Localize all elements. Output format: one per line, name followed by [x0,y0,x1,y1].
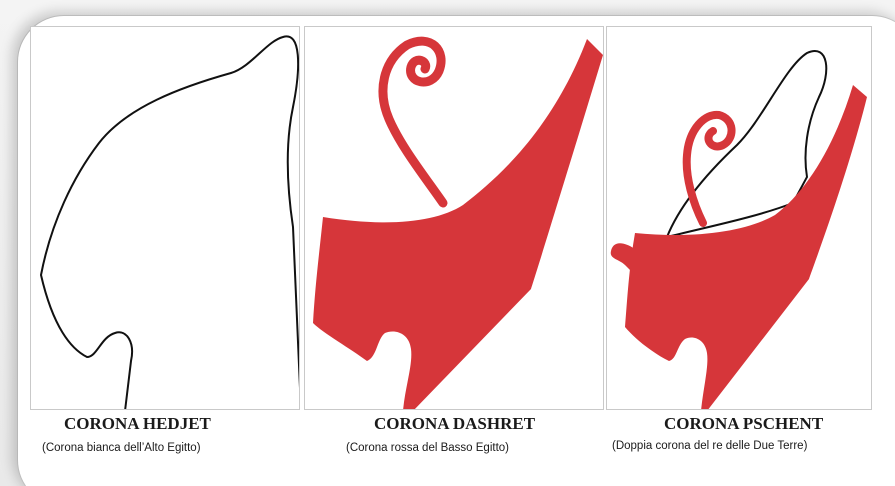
dashret-panel [304,26,604,410]
pschent-title: CORONA PSCHENT [664,414,823,434]
dashret-wire-curl [383,41,443,203]
pschent-spout [611,243,635,273]
dashret-crown-shape [313,39,603,410]
pschent-subtitle: (Doppia corona del re delle Due Terre) [612,440,856,452]
pschent-panel [606,26,872,410]
hedjet-crown-illustration [31,27,300,410]
hedjet-crown-shape [41,36,300,410]
hedjet-subtitle: (Corona bianca dell’Alto Egitto) [42,442,298,454]
hedjet-title: CORONA HEDJET [64,414,211,434]
dashret-crown-illustration [305,27,604,410]
dashret-title: CORONA DASHRET [374,414,535,434]
pschent-crown-illustration [607,27,872,410]
hedjet-panel [30,26,300,410]
dashret-subtitle: (Corona rossa del Basso Egitto) [346,442,596,454]
